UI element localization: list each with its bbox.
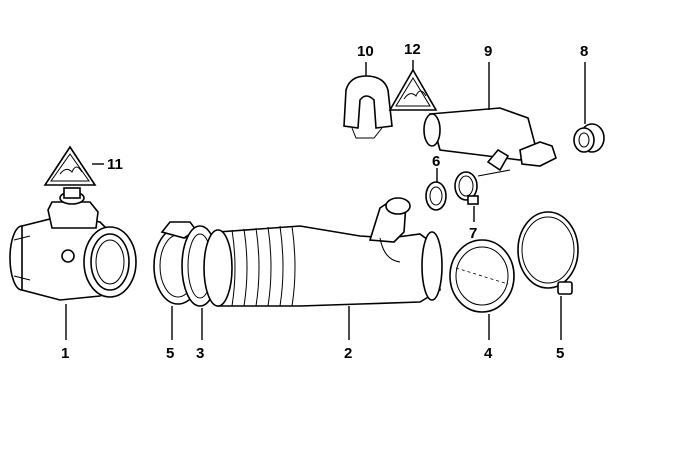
label-part-1: 1 bbox=[61, 345, 69, 362]
label-part-11: 11 bbox=[107, 156, 123, 173]
hose-clamp-part-5-right bbox=[517, 211, 579, 295]
valve-part-9 bbox=[423, 107, 557, 177]
label-part-6: 6 bbox=[432, 153, 440, 170]
label-part-3: 3 bbox=[196, 345, 204, 362]
bracket-part-10 bbox=[343, 75, 393, 139]
label-part-4: 4 bbox=[484, 345, 493, 362]
clamp-part-7 bbox=[454, 171, 479, 205]
label-part-9: 9 bbox=[484, 43, 492, 60]
label-part-7: 7 bbox=[469, 225, 477, 242]
warning-triangle-icon bbox=[388, 68, 438, 111]
label-part-10: 10 bbox=[357, 43, 374, 60]
label-part-5-right: 5 bbox=[556, 345, 564, 362]
label-part-12: 12 bbox=[404, 41, 421, 58]
intake-hose-part-2 bbox=[203, 197, 443, 307]
grommet-part-8 bbox=[573, 123, 605, 153]
label-part-2: 2 bbox=[344, 345, 352, 362]
label-part-5: 5 bbox=[166, 345, 174, 362]
hose-part-6 bbox=[425, 181, 447, 211]
seal-ring-part-4 bbox=[449, 239, 515, 313]
air-mass-meter-part-1 bbox=[9, 187, 137, 301]
label-part-8: 8 bbox=[580, 43, 588, 60]
part-labels: 1 5 3 2 4 5 6 7 8 9 10 11 12 bbox=[61, 41, 588, 362]
leader-lines bbox=[65, 60, 586, 340]
warning-triangle-icon bbox=[43, 145, 97, 186]
